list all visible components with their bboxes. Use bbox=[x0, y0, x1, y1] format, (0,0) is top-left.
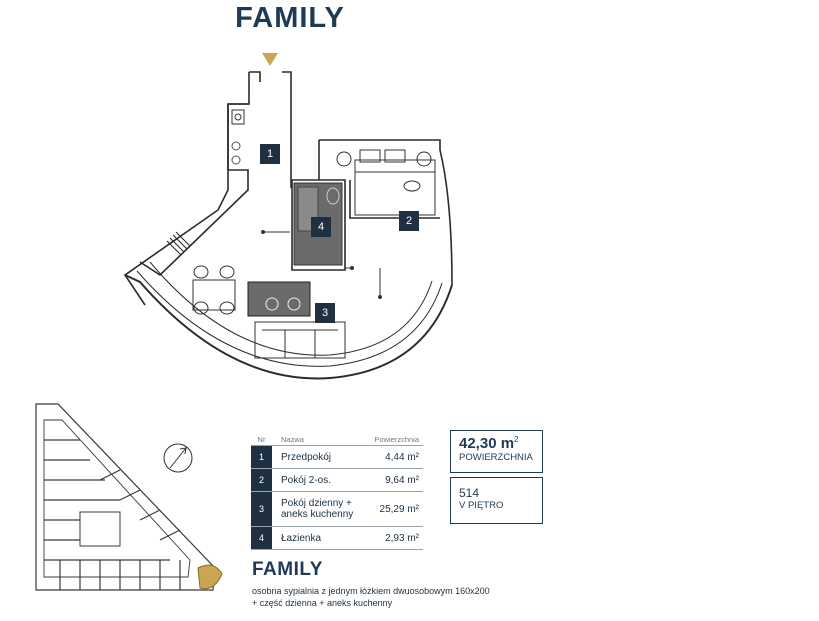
row-nr: 1 bbox=[251, 446, 272, 468]
total-area-box: 42,30 m2 POWIERZCHNIA bbox=[450, 430, 543, 473]
row-name-line1: Pokój dzienny + bbox=[281, 498, 352, 509]
apartment-description: osobna sypialnia z jednym łóżkiem dwuoso… bbox=[252, 585, 490, 609]
unit-info-box: 514 V PIĘTRO bbox=[450, 477, 543, 524]
floor-label: V PIĘTRO bbox=[459, 500, 504, 511]
sink-icon bbox=[231, 109, 245, 125]
area-unit-sup: 2 bbox=[514, 435, 519, 444]
row-name: Przedpokój bbox=[281, 451, 332, 463]
row-name-line2: aneks kuchenny bbox=[281, 509, 354, 520]
rooms-table: Nr Nazwa Powierzchnia 1 Przedpokój 4,44 … bbox=[251, 433, 423, 550]
row-area: 2,93 m² bbox=[385, 532, 419, 544]
room-label-3: 3 bbox=[315, 303, 335, 323]
building-keyplan bbox=[35, 403, 216, 591]
sofa-icon bbox=[254, 321, 346, 359]
row-name: Pokój dzienny + aneks kuchenny bbox=[272, 498, 359, 520]
header-nr: Nr bbox=[257, 434, 266, 444]
table-row: 4 Łazienka 2,93 m² bbox=[251, 527, 423, 550]
row-name: Łazienka bbox=[281, 532, 322, 544]
row-name: Pokój 2-os. bbox=[281, 474, 332, 486]
row-nr: 4 bbox=[251, 527, 272, 549]
room-label-4: 4 bbox=[311, 217, 331, 237]
unit-number: 514 bbox=[459, 486, 480, 500]
hatch-icon bbox=[166, 231, 191, 256]
header-name: Nazwa bbox=[281, 434, 304, 444]
total-area-value: 42,30 m bbox=[459, 435, 515, 452]
table-row: 3 Pokój dzienny + aneks kuchenny 25,29 m… bbox=[251, 492, 423, 527]
bed-icon bbox=[354, 159, 436, 216]
row-area: 9,64 m² bbox=[385, 474, 419, 486]
kitchen-island bbox=[247, 281, 311, 317]
header-area: Powierzchnia bbox=[374, 434, 419, 444]
unit-highlight-marker bbox=[197, 564, 223, 590]
page-title: FAMILY bbox=[235, 2, 345, 34]
row-nr: 2 bbox=[251, 469, 272, 491]
row-area: 4,44 m² bbox=[385, 451, 419, 463]
table-row: 1 Przedpokój 4,44 m² bbox=[251, 446, 423, 469]
table-header: Nr Nazwa Powierzchnia bbox=[251, 433, 423, 446]
room-label-2: 2 bbox=[399, 211, 419, 231]
row-nr: 3 bbox=[251, 492, 272, 526]
dining-table-icon bbox=[192, 279, 236, 311]
entrance-arrow-icon bbox=[262, 53, 278, 66]
description-line-2: + część dzienna + aneks kuchenny bbox=[252, 598, 393, 608]
apartment-type-title: FAMILY bbox=[252, 559, 323, 580]
plan-walls bbox=[123, 71, 453, 380]
total-area-label: POWIERZCHNIA bbox=[459, 452, 533, 463]
description-line-1: osobna sypialnia z jednym łóżkiem dwuoso… bbox=[252, 586, 490, 596]
row-area: 25,29 m² bbox=[379, 503, 419, 515]
compass-icon bbox=[163, 443, 193, 473]
table-row: 2 Pokój 2-os. 9,64 m² bbox=[251, 469, 423, 492]
room-label-1: 1 bbox=[260, 144, 280, 164]
